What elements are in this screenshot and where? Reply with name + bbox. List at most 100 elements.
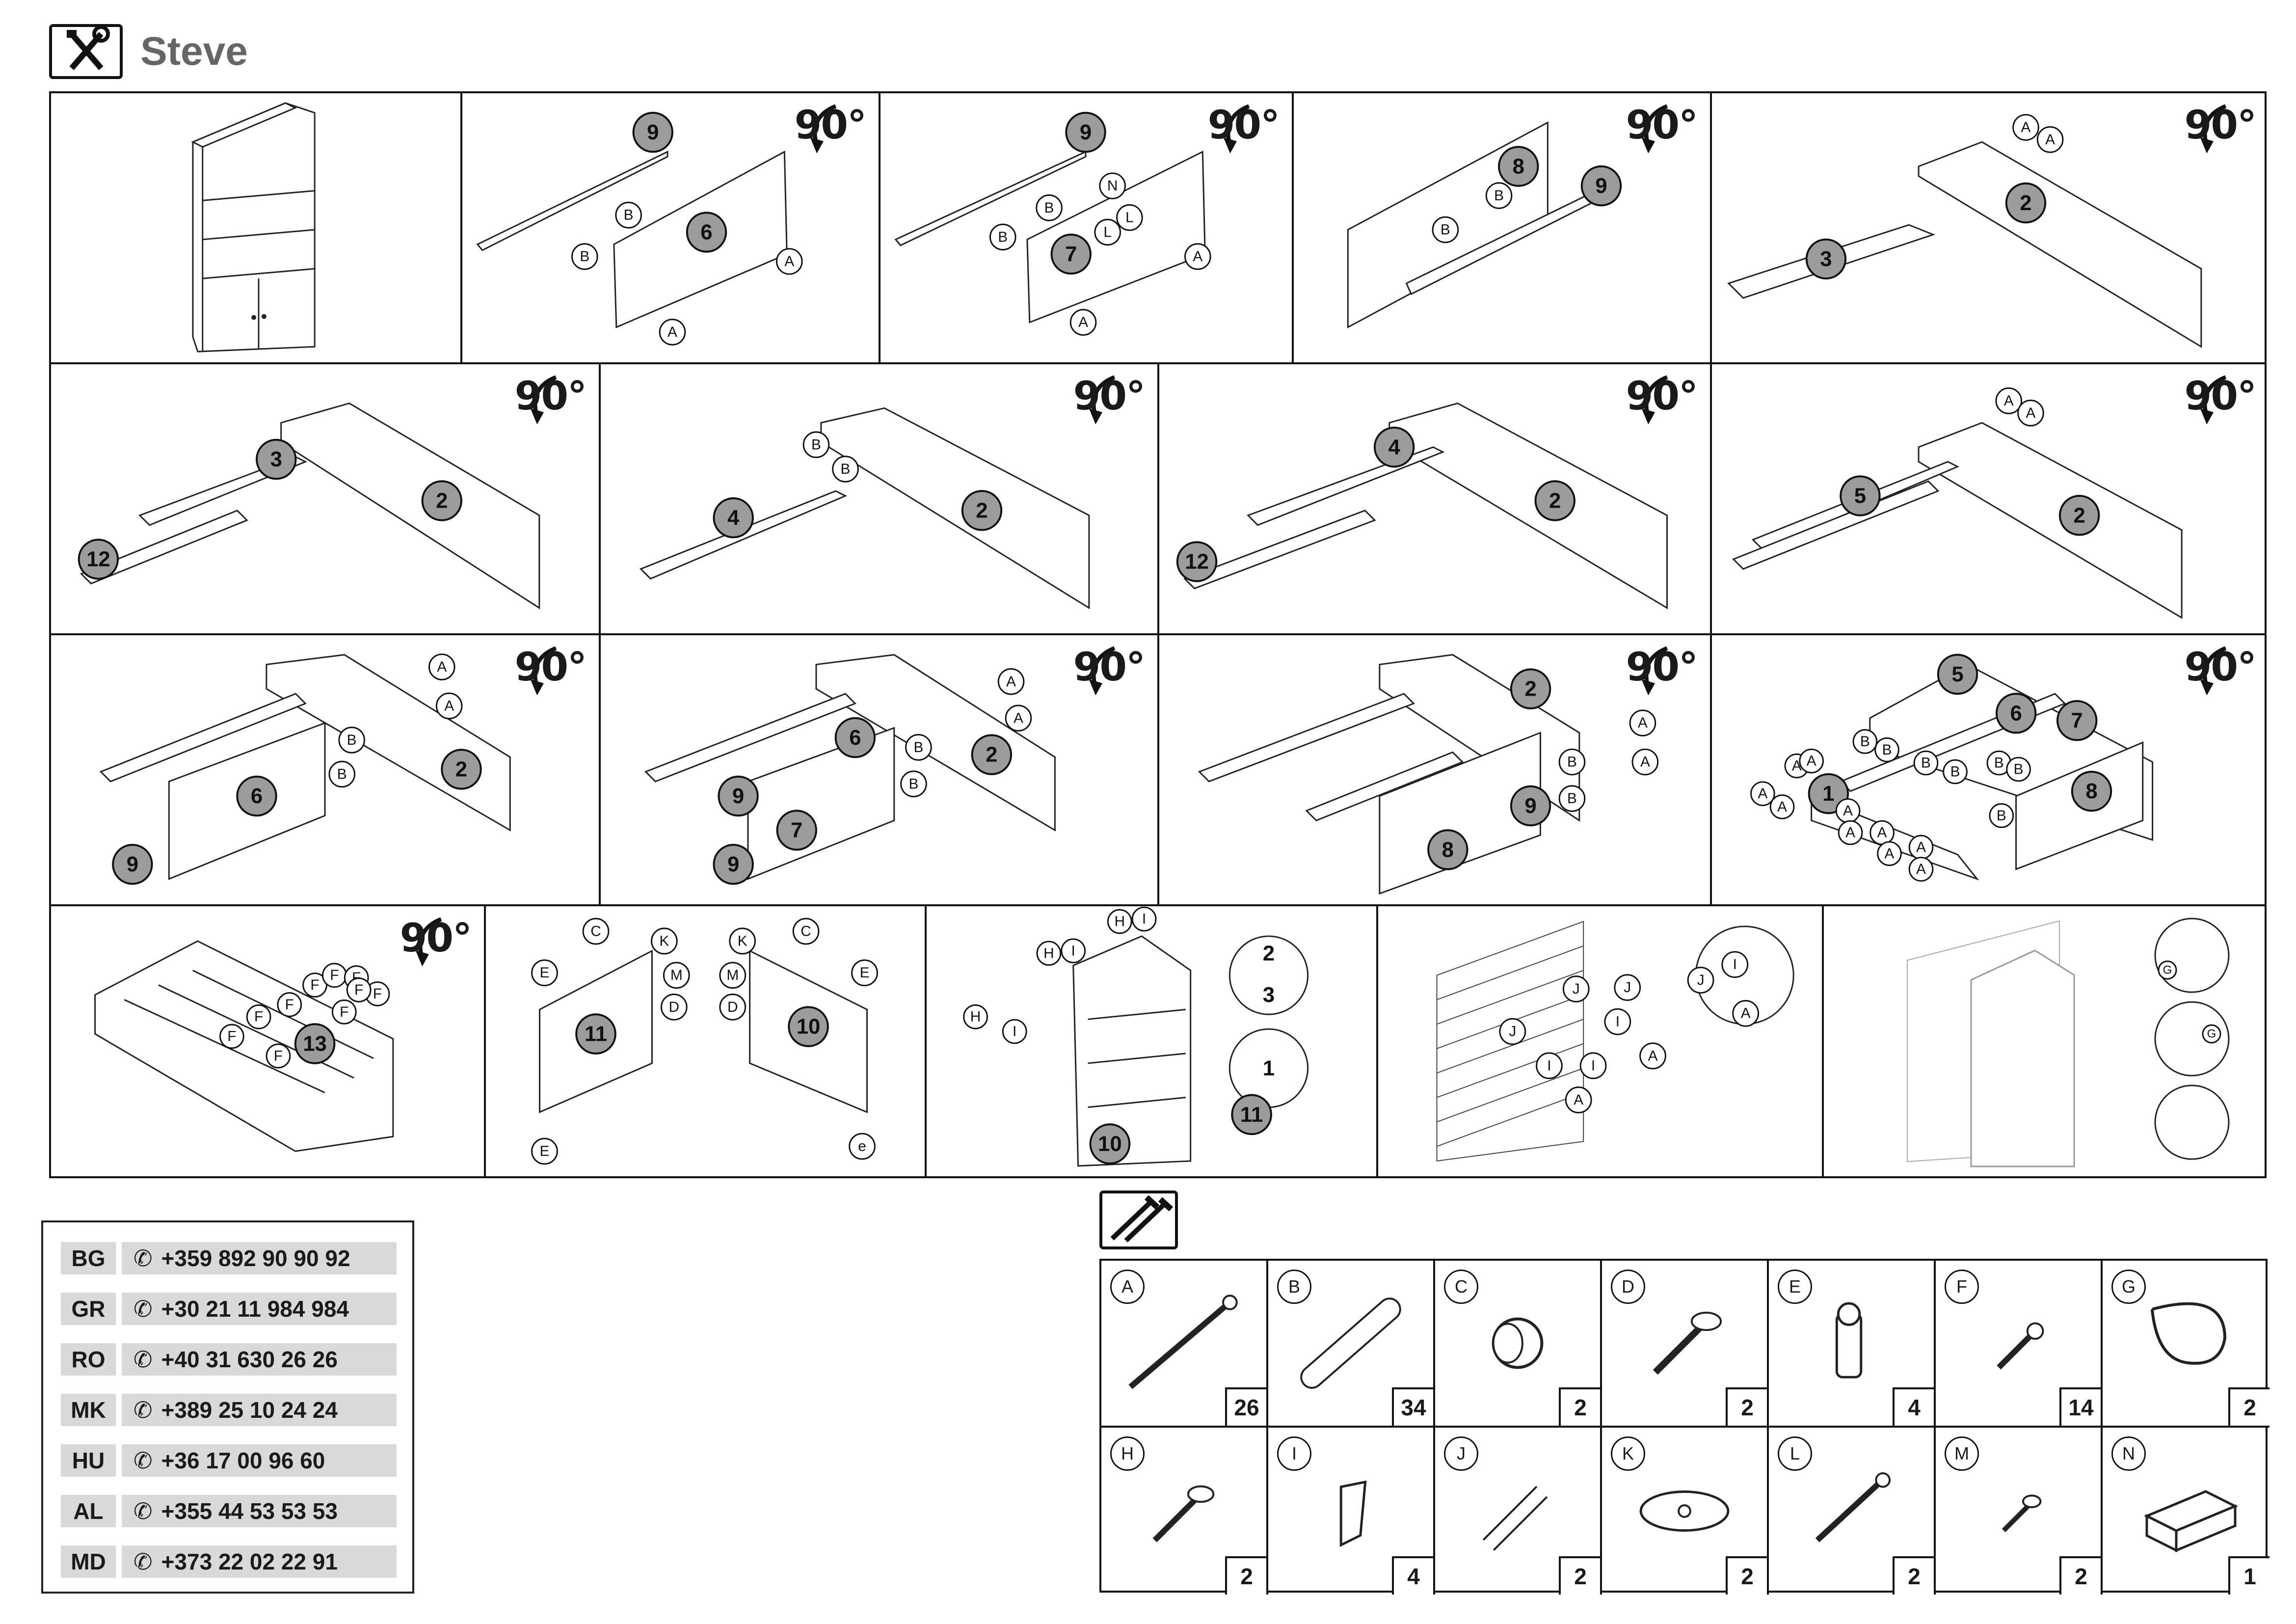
steps-row-2: 3 2 12 90° 4 2 B B 90° bbox=[51, 364, 2265, 635]
hardware-item: B 34 bbox=[1268, 1261, 1435, 1428]
svg-text:I: I bbox=[1733, 956, 1737, 973]
svg-text:A: A bbox=[2021, 119, 2031, 135]
hardware-quantity: 2 bbox=[1726, 1556, 1767, 1595]
rotate-arrow-icon bbox=[530, 375, 557, 425]
rotate-arrow-icon bbox=[1641, 104, 1668, 154]
hardware-quantity: 2 bbox=[1559, 1387, 1600, 1426]
svg-text:A: A bbox=[1877, 825, 1887, 841]
contact-row: BG ✆+359 892 90 90 92 bbox=[61, 1242, 397, 1274]
step-14: 11 10 C K E M D E K C M D E e bbox=[486, 906, 927, 1176]
hardware-item: H 2 bbox=[1101, 1428, 1268, 1595]
svg-text:F: F bbox=[227, 1029, 236, 1045]
step-1: 9 6 B B A A 90° bbox=[462, 93, 881, 362]
bracket-icon bbox=[1339, 1480, 1367, 1547]
rotate-arrow-icon bbox=[1089, 646, 1116, 696]
svg-text:L: L bbox=[1103, 224, 1112, 240]
step-15: 2 3 1 10 11 H I H I H I bbox=[927, 906, 1378, 1176]
country-code: BG bbox=[61, 1242, 116, 1274]
svg-text:G: G bbox=[2163, 964, 2172, 977]
svg-text:D: D bbox=[668, 999, 679, 1015]
svg-text:6: 6 bbox=[2010, 701, 2022, 725]
hardware-table: A 26 B 34 C 2 D 2 E 4 F 14 G 2 H 2 I 4 bbox=[1099, 1259, 2269, 1595]
svg-text:B: B bbox=[1567, 754, 1577, 770]
svg-text:E: E bbox=[540, 965, 550, 981]
phone-number: +373 22 02 22 91 bbox=[161, 1549, 338, 1574]
svg-text:A: A bbox=[1638, 715, 1648, 731]
svg-text:A: A bbox=[1916, 861, 1926, 877]
phone-number-cell: ✆ +40 31 630 26 26 bbox=[122, 1343, 397, 1376]
step-17: G G bbox=[1824, 906, 2269, 1176]
phone-number-cell: ✆+30 21 11 984 984 bbox=[122, 1293, 397, 1325]
svg-text:B: B bbox=[1044, 200, 1054, 216]
phone-number: +30 21 11 984 984 bbox=[161, 1296, 349, 1322]
svg-text:I: I bbox=[1591, 1057, 1595, 1074]
step-7: 4 2 12 90° bbox=[1159, 364, 1712, 633]
hardware-letter: C bbox=[1444, 1270, 1478, 1304]
hardware-quantity: 14 bbox=[2059, 1387, 2101, 1426]
svg-text:A: A bbox=[2045, 132, 2055, 148]
rotate-90-indicator: 90° bbox=[2182, 102, 2257, 156]
step-13: 13 F F F F F F F F F F 90° bbox=[51, 906, 486, 1176]
svg-text:A: A bbox=[1014, 710, 1023, 726]
hardware-item: N 1 bbox=[2103, 1428, 2269, 1595]
svg-text:8: 8 bbox=[1513, 154, 1524, 178]
svg-text:A: A bbox=[1648, 1048, 1658, 1064]
hardware-quantity: 2 bbox=[1225, 1556, 1266, 1595]
svg-text:A: A bbox=[1574, 1092, 1583, 1108]
phone-number: +389 25 10 24 24 bbox=[161, 1397, 338, 1423]
hardware-quantity: 2 bbox=[1893, 1556, 1934, 1595]
hardware-item: D 2 bbox=[1602, 1261, 1769, 1428]
country-code: GR bbox=[61, 1293, 116, 1325]
svg-text:B: B bbox=[1860, 733, 1870, 750]
svg-text:2: 2 bbox=[436, 488, 448, 513]
svg-text:12: 12 bbox=[86, 547, 110, 571]
svg-text:F: F bbox=[340, 1004, 348, 1020]
svg-text:C: C bbox=[801, 923, 811, 940]
svg-text:B: B bbox=[998, 229, 1008, 245]
svg-text:A: A bbox=[1807, 753, 1816, 769]
svg-text:9: 9 bbox=[127, 852, 138, 876]
svg-text:I: I bbox=[1616, 1014, 1620, 1030]
rotate-90-indicator: 90° bbox=[512, 644, 587, 698]
hardware-letter: N bbox=[2111, 1436, 2146, 1471]
rotate-arrow-icon bbox=[1641, 646, 1668, 696]
rotate-arrow-icon bbox=[1641, 375, 1668, 425]
country-code: AL bbox=[61, 1495, 116, 1527]
hardware-item: F 14 bbox=[1936, 1261, 2103, 1428]
svg-text:I: I bbox=[1142, 911, 1146, 927]
rotate-90-indicator: 90° bbox=[792, 102, 867, 156]
svg-text:4: 4 bbox=[1388, 435, 1400, 459]
hardware-item: K 2 bbox=[1602, 1428, 1769, 1595]
svg-text:F: F bbox=[330, 967, 339, 983]
hardware-quantity: 2 bbox=[1559, 1556, 1600, 1595]
country-code: RO bbox=[61, 1343, 116, 1376]
svg-text:9: 9 bbox=[727, 852, 739, 876]
steps-row-4: 13 F F F F F F F F F F 90° 11 1 bbox=[51, 906, 2265, 1176]
svg-text:B: B bbox=[337, 766, 347, 782]
svg-text:H: H bbox=[1043, 945, 1054, 961]
svg-text:E: E bbox=[860, 965, 870, 981]
svg-text:A: A bbox=[1758, 785, 1767, 802]
phone-number-cell: ✆+355 44 53 53 53 bbox=[122, 1495, 397, 1527]
svg-text:A: A bbox=[444, 698, 454, 714]
phone-handset-icon: ✆ bbox=[133, 1346, 153, 1373]
page-title: Steve bbox=[140, 29, 248, 74]
long-screw-icon bbox=[1128, 1295, 1238, 1389]
svg-text:5: 5 bbox=[1854, 484, 1866, 508]
svg-text:8: 8 bbox=[1442, 838, 1454, 862]
phone-number: +40 31 630 26 26 bbox=[161, 1347, 338, 1372]
svg-text:C: C bbox=[590, 923, 601, 940]
rotate-90-indicator: 90° bbox=[2182, 373, 2257, 427]
phone-number-cell: ✆+359 892 90 90 92 bbox=[122, 1242, 397, 1274]
svg-text:6: 6 bbox=[251, 784, 263, 808]
svg-text:J: J bbox=[1697, 972, 1705, 988]
svg-text:B: B bbox=[1994, 755, 2004, 771]
plastic-foot-icon bbox=[1835, 1302, 1863, 1379]
steps-row-1: 9 6 B B A A 90° 9 7 B B N L bbox=[51, 93, 2265, 364]
svg-text:1: 1 bbox=[1822, 782, 1834, 806]
rotate-arrow-icon bbox=[415, 917, 442, 967]
knob-icon bbox=[1492, 1317, 1544, 1369]
svg-text:5: 5 bbox=[1951, 662, 1963, 686]
svg-text:4: 4 bbox=[727, 506, 740, 530]
hardware-letter: M bbox=[1945, 1436, 1979, 1471]
